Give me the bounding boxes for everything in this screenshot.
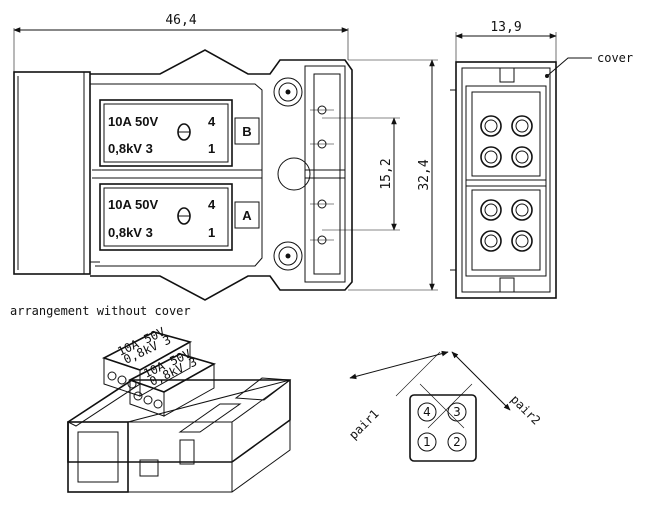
pin-2-icon [447,432,467,452]
module-a-pin-bottom: 1 [208,225,215,240]
module-a-letter: A [242,208,252,223]
pins-upper [480,115,533,168]
module-b: 10A 50V 0,8kV 3 4 1 B [99,99,260,167]
dimension-width-label: 46,4 [165,13,196,28]
pin-3-icon [447,402,467,422]
screw-bottom [273,241,303,271]
dimension-depth: 13,9 [455,20,557,62]
contact-points [310,105,334,245]
dimension-height-label: 32,4 [417,159,432,190]
pair2-label: pair2 [508,392,543,427]
side-view: 13,9 [450,20,633,299]
module-b-pin-top: 4 [208,114,216,129]
module-b-pin-bottom: 1 [208,141,215,156]
pin-top-left-label: 4 [423,405,431,419]
module-a-pin-top: 4 [208,197,216,212]
module-a-rating-a: 10A 50V [108,197,158,212]
pair1-label: pair1 [346,407,381,442]
pin-diagram: pair1 pair2 4 3 1 2 [346,350,543,462]
dimension-height-total: 32,4 [348,59,438,291]
dimension-depth-label: 13,9 [490,20,521,35]
module-a-rating-b: 0,8kV 3 [108,225,153,240]
dimension-pitch-label: 15,2 [379,158,394,189]
cover-callout: cover [546,51,633,77]
cover-label: cover [597,51,633,65]
latch-plate [304,65,346,283]
arrangement-caption: arrangement without cover [10,304,191,318]
pin-top-right-label: 3 [453,405,461,419]
screw-top [273,77,303,107]
pin-bottom-right-label: 2 [453,435,461,449]
isometric-view: 10A 50V 0,8kV 3 10A 50V 0,8kV 3 [66,325,292,493]
pins-lower [480,199,533,252]
dimension-pitch: 15,2 [322,117,400,231]
center-clip [277,157,311,191]
module-b-letter: B [242,124,251,139]
module-a: 10A 50V 0,8kV 3 4 1 A [99,183,260,251]
dimension-width-total: 46,4 [13,13,349,72]
front-view: 46,4 [13,13,438,301]
pin-4-icon [417,402,437,422]
pin-1-icon [417,432,437,452]
housing-body [90,49,353,301]
pin-bottom-left-label: 1 [423,435,431,449]
housing-left-block [13,71,100,275]
module-b-rating-a: 10A 50V [108,114,158,129]
module-b-rating-b: 0,8kV 3 [108,141,153,156]
